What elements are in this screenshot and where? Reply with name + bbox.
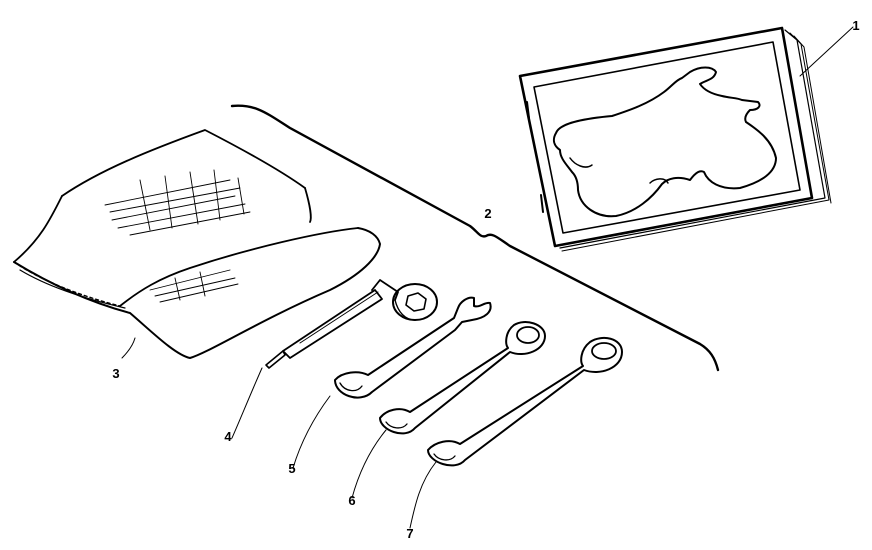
leader-line-4 [231, 367, 263, 439]
screwdriver-socket-wrench [265, 279, 438, 369]
wrench-b [379, 321, 546, 435]
callout-3: 3 [112, 366, 119, 381]
tool-kit-bracket-line [230, 104, 720, 372]
wrench-c [427, 336, 623, 467]
leader-line-6 [351, 429, 387, 499]
callout-2: 2 [484, 206, 491, 221]
callout-5: 5 [288, 461, 295, 476]
owners-manual [518, 26, 832, 252]
callout-4: 4 [224, 429, 232, 444]
leader-line-5 [292, 395, 331, 469]
callout-6: 6 [348, 493, 355, 508]
leader-line-1 [799, 26, 854, 77]
leader-line-3 [121, 337, 136, 359]
wrench-a [334, 296, 492, 399]
callout-7: 7 [406, 526, 413, 541]
callout-1: 1 [852, 18, 859, 33]
leader-line-7 [409, 461, 437, 529]
tool-bag [13, 129, 381, 359]
